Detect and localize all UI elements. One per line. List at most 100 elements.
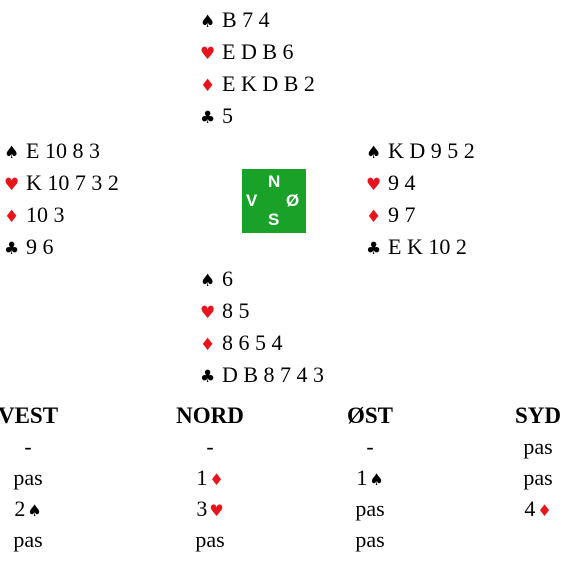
compass-north: N bbox=[268, 172, 281, 191]
diamond-icon: ♦ bbox=[366, 207, 382, 227]
bid-text: pas bbox=[355, 496, 385, 521]
heart-icon: ♥ bbox=[4, 175, 20, 195]
bid-east: pas bbox=[310, 493, 430, 524]
south-clubs: D B 8 7 4 3 bbox=[222, 362, 325, 387]
bid-west: - bbox=[0, 431, 88, 462]
club-icon: ♣ bbox=[4, 239, 20, 259]
bidding-row: 2♠ 3♥ pas 4♦ bbox=[0, 493, 573, 524]
east-diamonds-row: ♦ 9 7 bbox=[366, 199, 475, 231]
diamond-icon: ♦ bbox=[200, 76, 216, 96]
bid-text: pas bbox=[13, 465, 43, 490]
bid-north: 1♦ bbox=[150, 462, 270, 495]
east-diamonds: 9 7 bbox=[388, 202, 416, 227]
south-diamonds-row: ♦ 8 6 5 4 bbox=[200, 327, 324, 359]
bidding-row: - - - pas bbox=[0, 431, 573, 462]
east-hearts: 9 4 bbox=[388, 170, 416, 195]
bid-north: - bbox=[150, 431, 270, 462]
west-clubs-row: ♣ 9 6 bbox=[4, 231, 119, 263]
spade-icon: ♠ bbox=[4, 143, 20, 163]
bid-text: pas bbox=[195, 527, 225, 552]
bid-suit-icon: ♥ bbox=[209, 501, 224, 520]
south-spades: 6 bbox=[222, 266, 233, 291]
bid-suit-icon: ♦ bbox=[537, 501, 552, 520]
west-hearts: K 10 7 3 2 bbox=[26, 170, 119, 195]
bid-west: 2♠ bbox=[0, 493, 88, 526]
south-diamonds: 8 6 5 4 bbox=[222, 330, 283, 355]
bid-text: 2 bbox=[14, 496, 26, 521]
bid-north: pas bbox=[150, 524, 270, 555]
bidding-header-row: VEST NORD ØST SYD bbox=[0, 400, 573, 431]
north-spades-row: ♠ B 7 4 bbox=[200, 4, 315, 36]
bid-text: 4 bbox=[524, 496, 536, 521]
bid-text: - bbox=[206, 434, 214, 459]
bid-text: 1 bbox=[356, 465, 368, 490]
bidding-header-west: VEST bbox=[0, 403, 59, 428]
south-clubs-row: ♣ D B 8 7 4 3 bbox=[200, 359, 324, 391]
east-spades: K D 9 5 2 bbox=[388, 138, 475, 163]
south-hearts: 8 5 bbox=[222, 298, 250, 323]
bid-west: pas bbox=[0, 462, 88, 493]
spade-icon: ♠ bbox=[366, 143, 382, 163]
bid-text: pas bbox=[523, 434, 553, 459]
bid-suit-icon: ♠ bbox=[369, 470, 384, 489]
west-spades-row: ♠ E 10 8 3 bbox=[4, 135, 119, 167]
bid-east: pas bbox=[310, 524, 430, 555]
heart-icon: ♥ bbox=[200, 303, 216, 323]
club-icon: ♣ bbox=[366, 239, 382, 259]
bid-text: pas bbox=[13, 527, 43, 552]
bid-text: 3 bbox=[196, 496, 208, 521]
heart-icon: ♥ bbox=[200, 44, 216, 64]
spade-icon: ♠ bbox=[200, 271, 216, 291]
east-hand: ♠ K D 9 5 2 ♥ 9 4 ♦ 9 7 ♣ E K 10 2 bbox=[366, 135, 475, 263]
east-spades-row: ♠ K D 9 5 2 bbox=[366, 135, 475, 167]
bidding-row: pas pas pas bbox=[0, 524, 573, 555]
bid-text: pas bbox=[355, 527, 385, 552]
north-spades: B 7 4 bbox=[222, 7, 270, 32]
east-clubs-row: ♣ E K 10 2 bbox=[366, 231, 475, 263]
south-spades-row: ♠6 bbox=[200, 263, 324, 295]
east-clubs: E K 10 2 bbox=[388, 234, 467, 259]
south-hearts-row: ♥ 8 5 bbox=[200, 295, 324, 327]
west-hearts-row: ♥ K 10 7 3 2 bbox=[4, 167, 119, 199]
bid-suit-icon: ♦ bbox=[209, 470, 224, 489]
south-hand: ♠6 ♥8 5 ♦8 6 5 4 ♣D B 8 7 4 3 bbox=[200, 263, 324, 391]
bidding-header-south: SYD bbox=[514, 403, 561, 428]
compass-east: Ø bbox=[286, 191, 300, 210]
bid-suit-icon: ♠ bbox=[27, 501, 42, 520]
west-hand: ♠ E 10 8 3 ♥ K 10 7 3 2 ♦ 10 3 ♣ 9 6 bbox=[4, 135, 119, 263]
compass-west: V bbox=[246, 191, 258, 210]
bid-east: - bbox=[310, 431, 430, 462]
west-clubs: 9 6 bbox=[26, 234, 54, 259]
club-icon: ♣ bbox=[200, 108, 216, 128]
north-hearts-row: ♥E D B 6 bbox=[200, 36, 315, 68]
diamond-icon: ♦ bbox=[4, 207, 20, 227]
bid-text: 1 bbox=[196, 465, 208, 490]
east-hearts-row: ♥ 9 4 bbox=[366, 167, 475, 199]
bidding-header-north: NORD bbox=[176, 403, 244, 428]
heart-icon: ♥ bbox=[366, 175, 382, 195]
north-hand: ♠B 7 4 ♥E D B 6 ♦E K D B 2 ♣5 bbox=[200, 4, 315, 132]
club-icon: ♣ bbox=[200, 367, 216, 387]
diamond-icon: ♦ bbox=[200, 335, 216, 355]
compass-box: N V Ø S bbox=[242, 169, 306, 233]
north-diamonds: E K D B 2 bbox=[222, 71, 315, 96]
bidding-header-east: ØST bbox=[346, 403, 394, 428]
west-diamonds: 10 3 bbox=[26, 202, 65, 227]
bid-west: pas bbox=[0, 524, 88, 555]
west-diamonds-row: ♦ 10 3 bbox=[4, 199, 119, 231]
west-spades: E 10 8 3 bbox=[26, 138, 100, 163]
bid-east: 1♠ bbox=[310, 462, 430, 495]
north-diamonds-row: ♦ E K D B 2 bbox=[200, 68, 315, 100]
bid-south: pas bbox=[478, 431, 573, 462]
bid-text: - bbox=[366, 434, 374, 459]
north-clubs: 5 bbox=[222, 103, 233, 128]
bid-south: 4♦ bbox=[478, 493, 573, 526]
bid-text: - bbox=[24, 434, 32, 459]
spade-icon: ♠ bbox=[200, 12, 216, 32]
north-clubs-row: ♣5 bbox=[200, 100, 315, 132]
compass-south: S bbox=[268, 210, 280, 229]
bid-south: pas bbox=[478, 462, 573, 493]
